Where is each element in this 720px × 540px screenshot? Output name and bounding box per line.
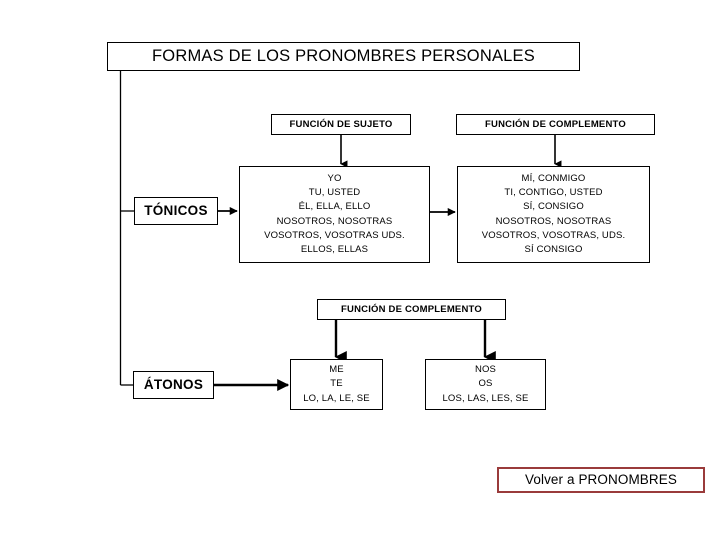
pronoun-line: OS [478, 378, 493, 390]
category-label-tonicos: TÓNICOS [134, 197, 218, 225]
pronoun-line: LO, LA, LE, SE [303, 392, 370, 404]
header-funcion-de-complemento-atonos: FUNCIÓN DE COMPLEMENTO [317, 299, 506, 320]
content-box-atonos-group2: NOS OS LOS, LAS, LES, SE [425, 359, 546, 410]
return-to-pronombres-button[interactable]: Volver a PRONOMBRES [497, 467, 705, 493]
category-label-atonos: ÁTONOS [133, 371, 214, 399]
header-funcion-de-complemento-tonicos-label: FUNCIÓN DE COMPLEMENTO [485, 118, 626, 130]
pronoun-line: TE [330, 378, 343, 390]
pronoun-line: SÍ CONSIGO [524, 243, 583, 255]
header-funcion-de-sujeto: FUNCIÓN DE SUJETO [271, 114, 411, 135]
content-box-tonicos-complemento: MÍ, CONMIGO TI, CONTIGO, USTED SÍ, CONSI… [457, 166, 650, 263]
category-label-atonos-text: ÁTONOS [143, 377, 204, 393]
pronoun-line: NOSOTROS, NOSOTRAS [276, 215, 393, 227]
pronoun-line: LOS, LAS, LES, SE [442, 392, 529, 404]
pronoun-line: ME [329, 364, 344, 376]
pronoun-line: ELLOS, ELLAS [300, 243, 369, 255]
return-to-pronombres-label: Volver a PRONOMBRES [525, 472, 677, 488]
header-funcion-de-complemento-atonos-label: FUNCIÓN DE COMPLEMENTO [341, 303, 482, 315]
pronoun-line: YO [327, 172, 342, 184]
content-box-atonos-group1: ME TE LO, LA, LE, SE [290, 359, 383, 410]
pronoun-line: TU, USTED [308, 187, 361, 199]
pronoun-line: NOS [474, 364, 497, 376]
page-title-text: FORMAS DE LOS PRONOMBRES PERSONALES [152, 47, 535, 66]
header-funcion-de-complemento-tonicos: FUNCIÓN DE COMPLEMENTO [456, 114, 655, 135]
spine-trunk [119, 71, 134, 386]
content-box-tonicos-sujeto: YO TU, USTED ÉL, ELLA, ELLO NOSOTROS, NO… [239, 166, 430, 263]
pronoun-line: SÍ, CONSIGO [523, 201, 584, 213]
pronoun-line: MÍ, CONMIGO [521, 172, 586, 184]
pronoun-line: TI, CONTIGO, USTED [504, 187, 603, 199]
pronoun-line: VOSOTROS, VOSOTRAS, UDS. [481, 229, 626, 241]
category-label-tonicos-text: TÓNICOS [144, 203, 208, 219]
header-funcion-de-sujeto-label: FUNCIÓN DE SUJETO [289, 118, 393, 130]
pronoun-line: ÉL, ELLA, ELLO [298, 201, 371, 213]
page-title: FORMAS DE LOS PRONOMBRES PERSONALES [107, 42, 580, 71]
pronoun-line: VOSOTROS, VOSOTRAS UDS. [264, 229, 405, 241]
pronoun-line: NOSOTROS, NOSOTRAS [495, 215, 612, 227]
